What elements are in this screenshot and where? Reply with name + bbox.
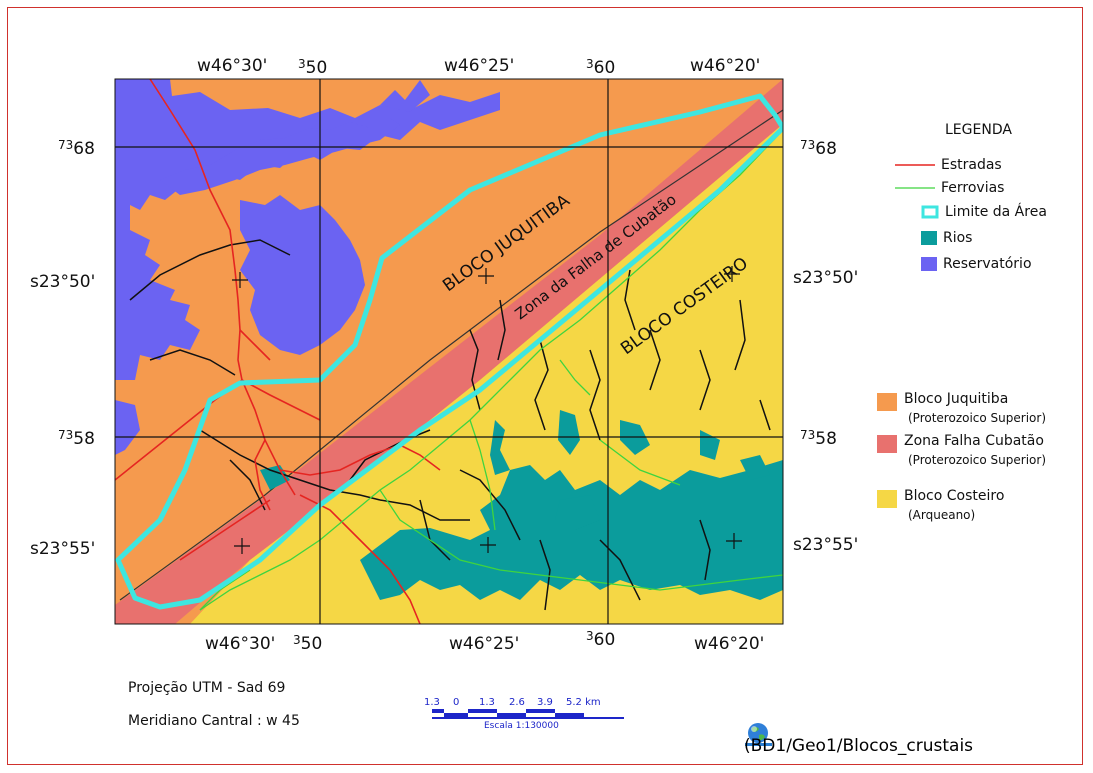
- legend-item-reservatorio: Reservatório: [921, 256, 1032, 272]
- meridian-note: Meridiano Cantral : w 45: [128, 713, 300, 729]
- railway-line-icon: [895, 187, 935, 189]
- projection-note: Projeção UTM - Sad 69: [128, 680, 286, 696]
- globe-icon[interactable]: [745, 721, 772, 748]
- scale-tick-4: 3.9: [537, 697, 553, 708]
- costeiro-swatch: [877, 490, 897, 508]
- scale-caption: Escala 1:130000: [484, 721, 559, 731]
- rivers-swatch-icon: [921, 231, 937, 245]
- scale-tick-3: 2.6: [509, 697, 525, 708]
- falha-swatch: [877, 435, 897, 453]
- juquitiba-swatch: [877, 393, 897, 411]
- bottom-easting-label-1: 350: [293, 633, 323, 654]
- right-lat-label-2: s23°55': [793, 535, 859, 555]
- scale-tick-0: 1.3: [424, 697, 440, 708]
- file-path-link[interactable]: (BD1/Geo1/Blocos_crustais: [744, 736, 974, 756]
- left-northing-label-2: 7358: [58, 428, 95, 449]
- right-northing-label-2: 7358: [800, 428, 837, 449]
- scale-tick-2: 1.3: [479, 697, 495, 708]
- legend-item-estradas: Estradas: [895, 157, 1002, 173]
- scale-tick-5: 5.2 km: [566, 697, 601, 708]
- right-lat-label-1: s23°50': [793, 268, 859, 288]
- top-lon-label-1: w46°30': [197, 56, 268, 76]
- top-easting-label-2: 360: [586, 57, 616, 78]
- left-lat-label-1: s23°50': [30, 272, 96, 292]
- legend-title: LEGENDA: [945, 122, 1012, 138]
- page-frame: [7, 7, 1083, 765]
- zona-falha-area: [115, 79, 783, 624]
- legend-item-rios: Rios: [921, 230, 972, 246]
- bottom-lon-label-2: w46°25': [449, 634, 520, 654]
- boundary-box-icon: [921, 205, 939, 219]
- left-northing-label-1: 7368: [58, 138, 95, 159]
- area-boundary: [115, 93, 783, 610]
- left-lat-label-2: s23°55': [30, 539, 96, 559]
- legend-item-limite: Limite da Área: [921, 204, 1047, 220]
- legend-item-ferrovias: Ferrovias: [895, 180, 1004, 196]
- road-line-icon: [895, 164, 935, 166]
- rivers-area: [260, 410, 783, 600]
- right-northing-label-1: 7368: [800, 138, 837, 159]
- scale-bar: 1.3 0 1.3 2.6 3.9 5.2 km Escala 1:130000: [424, 697, 624, 731]
- top-lon-label-2: w46°25': [444, 56, 515, 76]
- bottom-lon-label-1: w46°30': [205, 634, 276, 654]
- top-lon-label-3: w46°20': [690, 56, 761, 76]
- reservoir-swatch-icon: [921, 257, 937, 271]
- top-easting-label-1: 350: [298, 57, 328, 78]
- bottom-lon-label-3: w46°20': [694, 634, 765, 654]
- bottom-easting-label-2: 360: [586, 629, 616, 650]
- scale-tick-1: 0: [453, 697, 459, 708]
- reservoir-area: [115, 79, 500, 455]
